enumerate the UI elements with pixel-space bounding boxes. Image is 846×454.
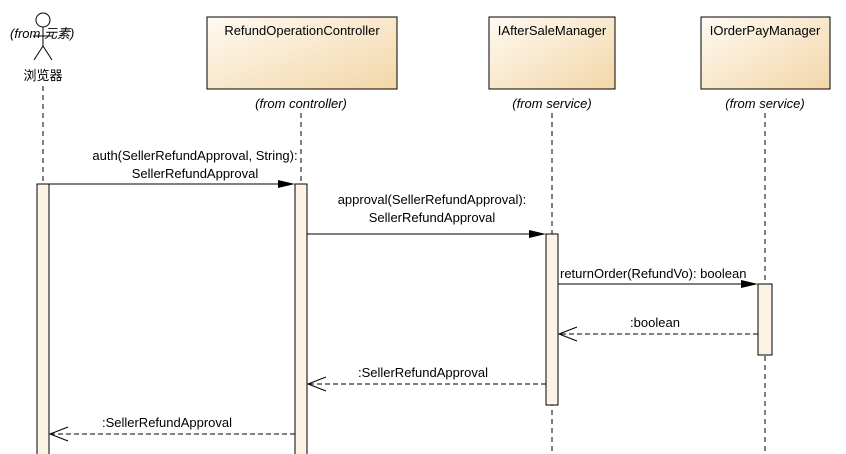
message-approval[interactable]: approval(SellerRefundApproval): SellerRe… [307, 192, 546, 238]
participant-refund-operation-controller[interactable]: RefundOperationController (from controll… [206, 16, 398, 111]
message-label-line1: approval(SellerRefundApproval): [338, 192, 527, 207]
participant-name: IOrderPayManager [710, 23, 821, 38]
activation-browser [36, 183, 50, 454]
filled-arrowhead-icon [278, 180, 295, 188]
filled-arrowhead-icon [529, 230, 546, 238]
return-boolean[interactable]: :boolean [557, 315, 758, 342]
participant-box [700, 16, 831, 90]
participant-box [206, 16, 398, 90]
return-label: :SellerRefundApproval [358, 365, 488, 380]
message-return-order[interactable]: returnOrder(RefundVo): boolean [558, 266, 758, 288]
activation-iorderpay-manager [757, 283, 773, 356]
actor-stick-figure-icon [33, 12, 53, 61]
activation-iaftersale-manager [545, 233, 559, 406]
return-label: :boolean [630, 315, 680, 330]
participant-name: RefundOperationController [224, 23, 380, 38]
message-label-line1: auth(SellerRefundApproval, String): [92, 148, 297, 163]
open-arrowhead-icon [557, 326, 578, 342]
participant-box [488, 16, 616, 90]
return-label: :SellerRefundApproval [102, 415, 232, 430]
return-seller-refund-approval-controller[interactable]: :SellerRefundApproval [306, 365, 546, 392]
participant-name: IAfterSaleManager [498, 23, 607, 38]
participant-from-label: (from controller) [255, 96, 347, 111]
open-arrowhead-icon [306, 376, 327, 392]
activation-refund-operation-controller [294, 183, 308, 454]
actor-from-label: (from 元素) [10, 26, 74, 41]
participant-from-label: (from service) [725, 96, 804, 111]
filled-arrowhead-icon [741, 280, 758, 288]
message-auth[interactable]: auth(SellerRefundApproval, String): Sell… [49, 148, 298, 188]
message-label-line1: returnOrder(RefundVo): boolean [560, 266, 746, 281]
return-seller-refund-approval-browser[interactable]: :SellerRefundApproval [48, 415, 295, 442]
open-arrowhead-icon [48, 426, 69, 442]
participant-from-label: (from service) [512, 96, 591, 111]
message-label-line2: SellerRefundApproval [369, 210, 496, 225]
message-label-line2: SellerRefundApproval [132, 166, 259, 181]
participant-iorderpay-manager[interactable]: IOrderPayManager (from service) [700, 16, 831, 111]
actor-name: 浏览器 [23, 68, 62, 83]
participant-iaftersale-manager[interactable]: IAfterSaleManager (from service) [488, 16, 616, 111]
actor-browser[interactable]: (from 元素) 浏览器 [10, 12, 74, 83]
